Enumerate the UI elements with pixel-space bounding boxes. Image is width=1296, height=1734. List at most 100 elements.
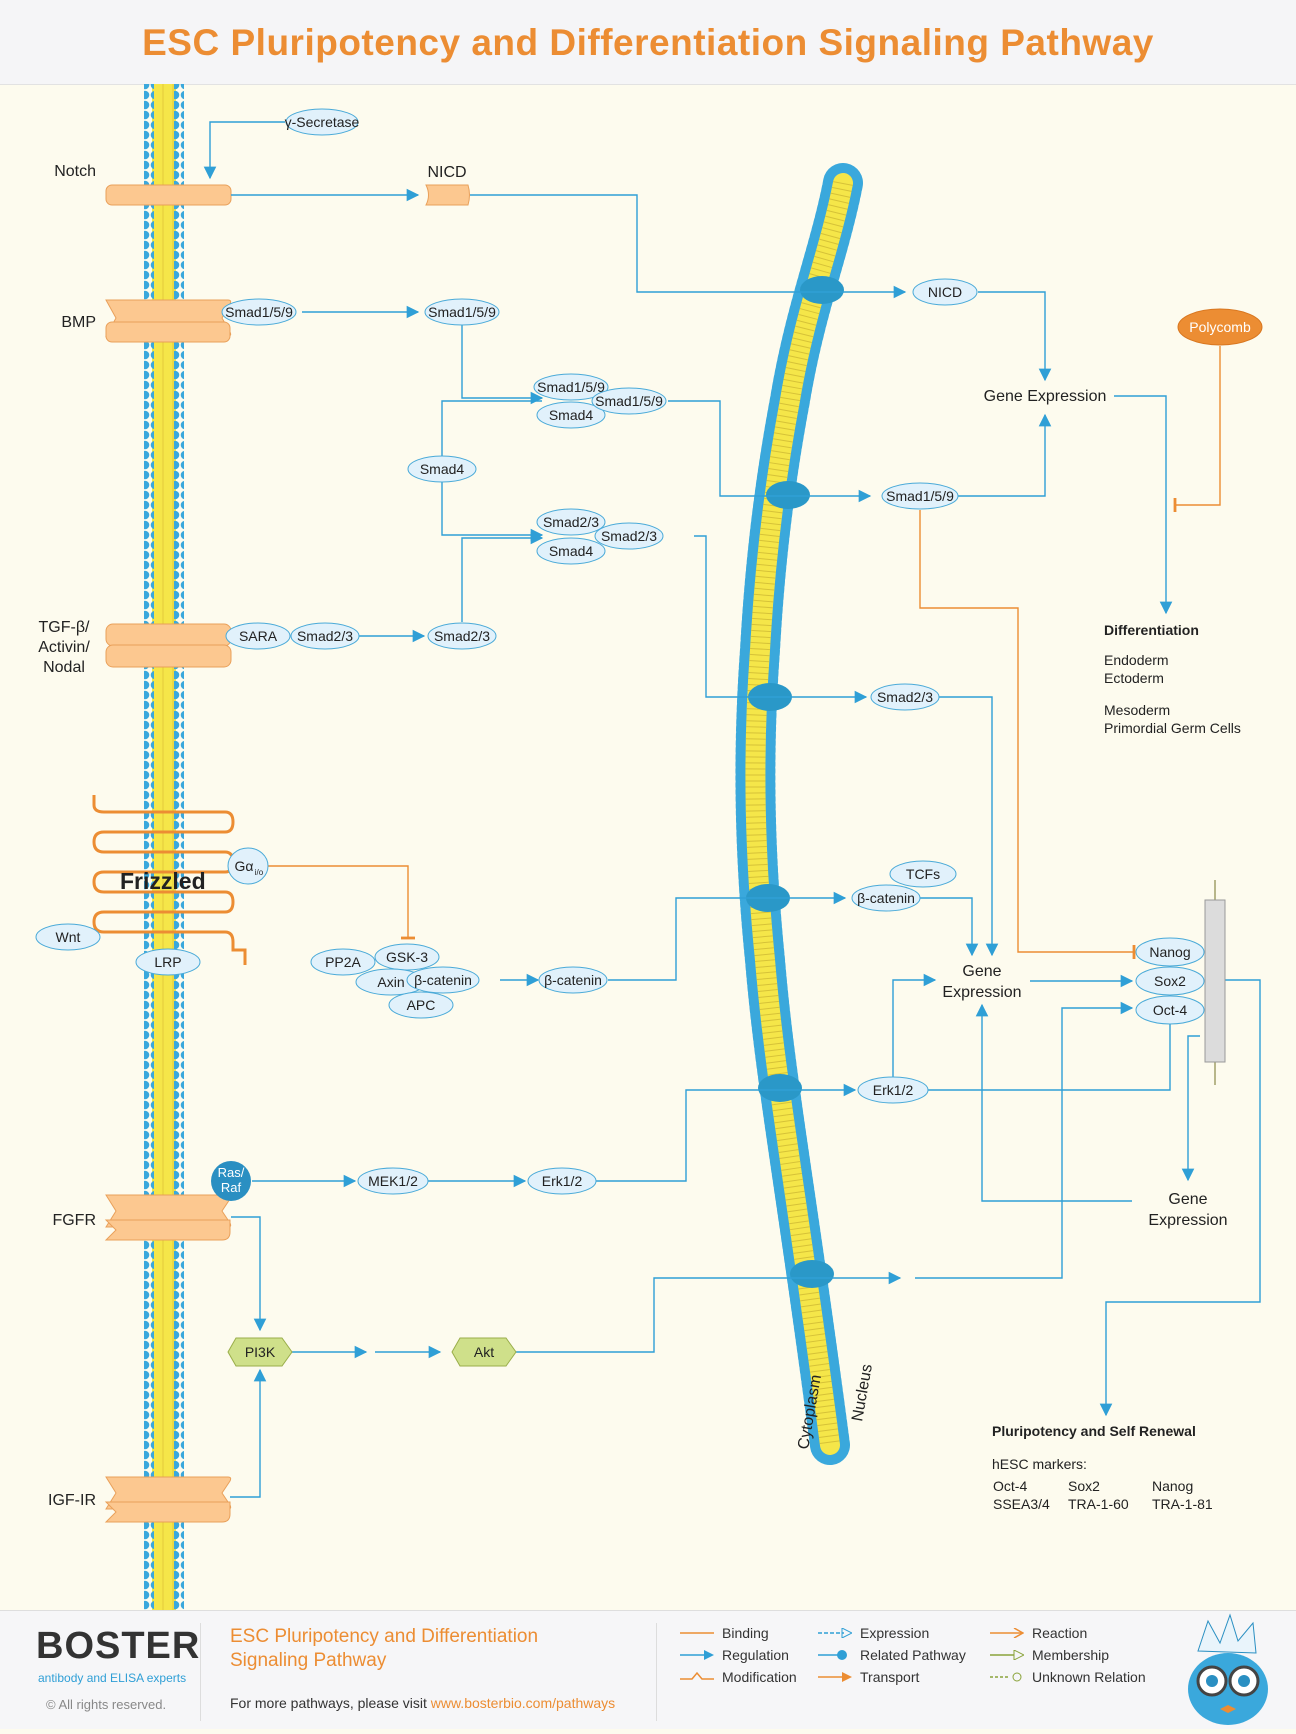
tcfs-node[interactable]: TCFs (889, 860, 957, 888)
svg-text:β-catenin: β-catenin (857, 890, 915, 906)
svg-text:Akt: Akt (474, 1344, 494, 1360)
smad23-cytoplasm-node[interactable]: Smad2/3 (427, 622, 497, 650)
legend-unknown-relation: Unknown Relation (990, 1669, 1146, 1685)
oct4-node[interactable]: Oct-4 (1135, 995, 1205, 1025)
marker: TRA-1-81 (1152, 1496, 1213, 1512)
pluripotency-panel: Pluripotency and Self Renewal hESC marke… (992, 1423, 1213, 1512)
visit-text: For more pathways, please visit www.bost… (230, 1695, 616, 1711)
notch-receptor[interactable]: Notch (54, 163, 232, 206)
footer: BOSTER antibody and ELISA experts © All … (0, 1610, 1296, 1729)
svg-text:GSK-3: GSK-3 (386, 949, 428, 965)
smad23-smad4-complex[interactable]: Smad2/3 Smad4 Smad2/3 (536, 508, 664, 565)
beta-catenin-cytoplasm-node[interactable]: β-catenin (538, 966, 608, 994)
nucleus-label: Nucleus (849, 1363, 876, 1423)
erk-nuclear-node[interactable]: Erk1/2 (857, 1076, 929, 1104)
marker: Oct-4 (993, 1478, 1027, 1494)
sox2-node[interactable]: Sox2 (1135, 966, 1205, 996)
akt-node[interactable]: Akt (451, 1337, 517, 1367)
legend-transport: Transport (818, 1669, 919, 1685)
smad23-membrane-node[interactable]: Smad2/3 (290, 622, 360, 650)
bmp-label: BMP (61, 314, 96, 331)
smad4-free-node[interactable]: Smad4 (407, 455, 477, 483)
smad23-nuclear-node[interactable]: Smad2/3 (870, 683, 940, 711)
svg-text:LRP: LRP (154, 954, 181, 970)
legend-binding: Binding (680, 1625, 769, 1641)
fgfr-label: FGFR (52, 1212, 96, 1229)
pluripotency-subtitle: hESC markers: (992, 1456, 1087, 1472)
igf-receptor[interactable]: IGF-IR (48, 1476, 232, 1523)
svg-text:Ras/: Ras/ (218, 1165, 245, 1180)
svg-text:Smad2/3: Smad2/3 (297, 628, 353, 644)
diff-item: Primordial Germ Cells (1104, 720, 1241, 736)
notch-label: Notch (54, 163, 96, 180)
erk-cytoplasm-node[interactable]: Erk1/2 (527, 1167, 597, 1195)
diff-item: Mesoderm (1104, 702, 1170, 718)
gene-expression-low-2: Expression (1148, 1212, 1227, 1229)
svg-text:NICD: NICD (928, 284, 962, 300)
diff-item: Ectoderm (1104, 670, 1164, 686)
smad159-nuclear-node[interactable]: Smad1/5/9 (881, 482, 959, 510)
marker: SSEA3/4 (993, 1496, 1050, 1512)
mek-node[interactable]: MEK1/2 (357, 1167, 429, 1195)
svg-text:PP2A: PP2A (325, 954, 361, 970)
regulation-arrows (203, 121, 1261, 1498)
header: ESC Pluripotency and Differentiation Sig… (0, 0, 1296, 85)
svg-text:Smad1/5/9: Smad1/5/9 (595, 393, 663, 409)
svg-text:Smad2/3: Smad2/3 (877, 689, 933, 705)
marker: TRA-1-60 (1068, 1496, 1129, 1512)
svg-text:Polycomb: Polycomb (1189, 319, 1251, 335)
legend-expression: Expression (818, 1625, 929, 1641)
legend-membership: Membership (990, 1647, 1109, 1663)
polycomb-node[interactable]: Polycomb (1177, 308, 1263, 346)
wnt-node[interactable]: Wnt (35, 923, 101, 951)
bmp-receptor[interactable]: BMP (61, 299, 232, 343)
svg-text:Sox2: Sox2 (1154, 973, 1186, 989)
nanog-node[interactable]: Nanog (1135, 937, 1205, 967)
tgf-label-3: Nodal (43, 659, 85, 676)
gamma-secretase-node[interactable]: γ-Secretase (285, 108, 360, 136)
brand-tagline: antibody and ELISA experts (38, 1671, 187, 1685)
nicd-nuclear-node[interactable]: NICD (912, 278, 978, 306)
svg-text:Smad2/3: Smad2/3 (543, 514, 599, 530)
nicd-membrane-node[interactable]: NICD (425, 164, 470, 206)
destruction-complex[interactable]: PP2A GSK-3 Axin β-catenin APC (310, 943, 480, 1019)
smad159-cytoplasm-node[interactable]: Smad1/5/9 (424, 298, 500, 326)
svg-text:Smad1/5/9: Smad1/5/9 (225, 304, 293, 320)
frizzled-label: Frizzled (120, 868, 206, 894)
marker: Sox2 (1068, 1478, 1100, 1494)
smad159-membrane-node[interactable]: Smad1/5/9 (221, 298, 297, 326)
svg-text:Erk1/2: Erk1/2 (542, 1173, 583, 1189)
svg-text:Smad2/3: Smad2/3 (601, 528, 657, 544)
smad159-smad4-complex[interactable]: Smad1/5/9 Smad4 Smad1/5/9 (533, 373, 667, 429)
tgf-label-2: Activin/ (38, 639, 90, 656)
ras-raf-node[interactable]: Ras/Raf (211, 1161, 251, 1201)
svg-text:MEK1/2: MEK1/2 (368, 1173, 418, 1189)
gene-expression-mid-1: Gene (962, 963, 1001, 980)
svg-text:Nanog: Nanog (1149, 944, 1190, 960)
svg-text:APC: APC (407, 997, 436, 1013)
gene-expression-top: Gene Expression (984, 388, 1107, 405)
pathways-link[interactable]: www.bosterbio.com/pathways (430, 1695, 616, 1711)
tgf-receptor[interactable]: TGF-β/ Activin/ Nodal (38, 619, 232, 676)
gene-expression-mid-2: Expression (942, 984, 1021, 1001)
diff-item: Endoderm (1104, 652, 1169, 668)
svg-text:NICD: NICD (427, 164, 466, 181)
sara-node[interactable]: SARA (225, 622, 291, 650)
divider (656, 1623, 657, 1721)
fgfr-receptor[interactable]: FGFR (52, 1194, 232, 1241)
beta-catenin-nuclear-node[interactable]: β-catenin (851, 884, 921, 912)
svg-text:Smad4: Smad4 (420, 461, 465, 477)
differentiation-title: Differentiation (1104, 622, 1199, 638)
lrp-node[interactable]: LRP (135, 948, 201, 976)
legend-modification: Modification (680, 1669, 797, 1685)
svg-text:Erk1/2: Erk1/2 (873, 1082, 914, 1098)
copyright: © All rights reserved. (46, 1697, 167, 1712)
legend-related-pathway: Related Pathway (818, 1647, 966, 1663)
svg-text:Smad4: Smad4 (549, 543, 594, 559)
marker: Nanog (1152, 1478, 1193, 1494)
svg-text:β-catenin: β-catenin (544, 972, 602, 988)
svg-text:PI3K: PI3K (245, 1344, 276, 1360)
pi3k-node[interactable]: PI3K (227, 1337, 293, 1367)
frizzled-receptor[interactable]: Frizzled (92, 795, 247, 965)
